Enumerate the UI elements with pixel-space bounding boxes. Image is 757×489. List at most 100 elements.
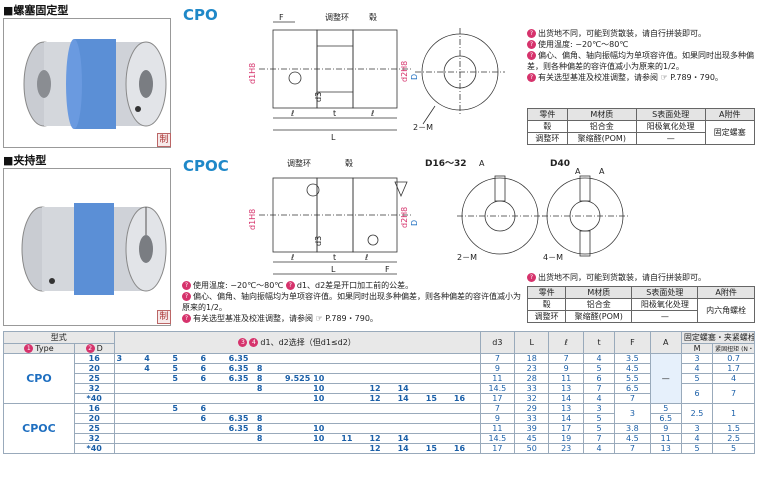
bore-option-cell (170, 393, 199, 404)
header-select-label: d1、d2选择（但d1≤d2） (260, 338, 356, 347)
mat-cell: 聚缩醛(POM) (566, 132, 637, 145)
bore-option-cell: 6.35 (226, 353, 255, 364)
bore-option-cell: 10 (311, 393, 340, 404)
mat-header-accessory: A附件 (697, 286, 755, 299)
bore-option-cell: 5 (170, 363, 199, 374)
dim-d3-cell: 11 (479, 373, 516, 384)
cpoc-view-label-1: D16～32 (425, 159, 467, 169)
note-bullet-icon: ? (182, 314, 191, 323)
cpo-dim-l-left: ℓ (290, 109, 294, 118)
bore-option-cell (311, 443, 340, 454)
dim-A-cell: 6.5 (649, 413, 682, 424)
cpoc-dim-L: L (331, 265, 336, 274)
bore-option-cell: 6 (198, 413, 227, 424)
bore-option-cell: 10 (311, 433, 340, 444)
bore-option-cell (423, 433, 452, 444)
bore-option-cell (311, 403, 340, 414)
bore-option-cell: 10 (311, 423, 340, 434)
cpoc-label-hub: 毂 (345, 158, 353, 168)
section1-corner-mark: 制 (157, 133, 171, 147)
cpoc-ship-note: 出货地不同，可能到货散装，请自行拼装即可。 (538, 273, 706, 282)
dim-A-cell: 5 (649, 403, 682, 414)
bore-option-cell (282, 363, 312, 374)
cpoc-dim-t: t (333, 253, 336, 262)
bore-option-cell: 14 (395, 393, 424, 404)
bore-option-cell: 6 (198, 363, 227, 374)
bore-option-cell (339, 403, 368, 414)
bore-option-cell (114, 363, 143, 374)
dim-d3-cell: 9 (479, 413, 516, 424)
dim-l-cell: 17 (548, 423, 584, 434)
bore-option-cell (226, 383, 255, 394)
table-row: 调整环 聚缩醛(POM) — (527, 132, 755, 145)
note-bullet-icon: ? (527, 51, 536, 60)
bore-option-cell (395, 403, 424, 414)
dim-L-cell: 23 (514, 363, 550, 374)
dim-l-cell: 13 (548, 383, 584, 394)
bore-option-cell: 6.35 (226, 373, 255, 384)
torque-cell: 1.7 (712, 363, 755, 374)
note-bullet-icon: ? (527, 29, 536, 38)
cpoc-dim-l-left: ℓ (290, 253, 294, 262)
dim-L-cell: 32 (514, 393, 550, 404)
screw-M-cell: 5 (680, 373, 714, 384)
bore-option-cell: 8 (254, 373, 283, 384)
bore-option-cell: 5 (170, 353, 199, 364)
dim-t-cell: 3 (582, 403, 616, 414)
dim-t-cell: 4 (582, 393, 616, 404)
dim-l-cell: 7 (548, 353, 584, 364)
cpoc-coupling-image (21, 203, 167, 295)
cpo-notes: ?出货地不同，可能到货散装，请自行拼装即可。 ?使用温度: −20℃～80℃ ?… (527, 28, 755, 83)
header-D-label: D (96, 344, 103, 353)
bore-option-cell (339, 363, 368, 374)
bore-option-cell (142, 403, 171, 414)
screw-M-cell: 5 (680, 443, 714, 454)
bore-option-cell: 15 (423, 443, 452, 454)
bore-option-cell (142, 373, 171, 384)
torque-cell: 4 (712, 373, 755, 384)
cpoc-label-tighten-ring: 调整环 (287, 158, 311, 168)
cpo-note-3: 偏心、偏角、轴向振幅均为单项容许值。如果同时出现多种偏差，则各种偏差的容许值减小… (527, 51, 754, 71)
mat-cell: 毂 (527, 120, 568, 133)
dim-t-cell: 4 (582, 353, 616, 364)
cpo-product-photo (3, 18, 171, 148)
header-type-label: Type (35, 344, 54, 353)
mat-header-surface: S表面处理 (635, 108, 706, 121)
dim-l-cell: 14 (548, 393, 584, 404)
bore-option-cell (142, 393, 171, 404)
header-d3: d3 (479, 331, 516, 354)
bore-option-cell: 9.525 (282, 373, 312, 384)
cpoc-dim-d1: d1H8 (248, 209, 257, 230)
bore-option-cell (451, 363, 481, 374)
bore-option-cell (311, 413, 340, 424)
torque-cell: 1 (712, 403, 755, 424)
bore-option-cell (395, 353, 424, 364)
mat-header-part: 零件 (526, 286, 567, 299)
bore-option-cell (367, 373, 396, 384)
bore-option-cell: 16 (451, 393, 481, 404)
bore-option-cell (451, 373, 481, 384)
bore-option-cell (114, 413, 143, 424)
cpo-dim-d1: d1H8 (248, 63, 257, 84)
note-bullet-icon: ? (182, 281, 191, 290)
dim-d3-cell: 14.5 (479, 433, 516, 444)
bore-option-cell (114, 443, 143, 454)
bore-option-cell: 10 (311, 373, 340, 384)
dim-l-cell: 9 (548, 363, 584, 374)
bore-option-cell (282, 353, 312, 364)
bore-option-cell (198, 443, 227, 454)
bore-option-cell (339, 383, 368, 394)
dim-F-cell: 3 (614, 403, 651, 424)
bore-option-cell (142, 413, 171, 424)
size-D-cell: 16 (73, 403, 115, 414)
dim-L-cell: 18 (514, 353, 550, 364)
header-l: ℓ (548, 331, 584, 354)
bore-option-cell: 14 (395, 433, 424, 444)
bore-option-cell (451, 353, 481, 364)
dim-t-cell: 7 (582, 383, 616, 394)
screw-M-cell: 4 (680, 363, 714, 374)
